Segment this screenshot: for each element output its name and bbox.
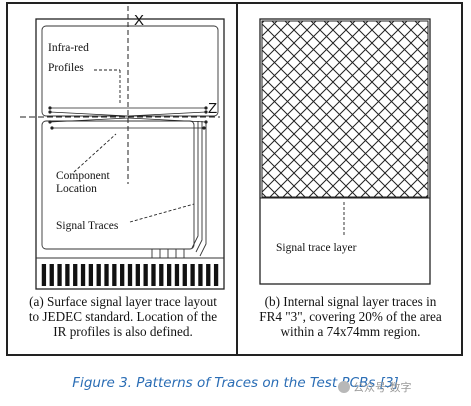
connector-pin — [120, 264, 125, 286]
connector-pin — [166, 264, 172, 286]
connector-pin — [104, 264, 109, 286]
inner-region-bottom — [41, 120, 195, 250]
connector-pin — [49, 264, 54, 286]
connector-pin — [57, 264, 62, 286]
label-infrared: Infra-red — [48, 42, 89, 54]
right-edge-traces — [191, 121, 207, 257]
left-caption: (a) Surface signal layer trace layout to… — [10, 294, 236, 339]
watermark-text: 公众号·数字 — [353, 381, 412, 394]
label-profiles: Profiles — [48, 62, 84, 74]
connector-pin — [127, 264, 133, 286]
label-location: Location — [56, 183, 97, 195]
connector-pin — [65, 264, 70, 286]
figure-frame: X Z Infra-red Profiles Component Locatio… — [6, 2, 463, 356]
connector-pin — [206, 264, 211, 286]
right-caption-line: within a 74x74mm region. — [280, 324, 421, 339]
left-caption-line: (a) Surface signal layer trace layout — [29, 294, 217, 309]
wechat-icon — [338, 381, 350, 393]
connector-pin — [213, 264, 219, 286]
connector-pin — [73, 264, 78, 286]
connector-pin — [96, 264, 101, 286]
figure-caption: Figure 3. Patterns of Traces on the Test… — [72, 375, 399, 391]
connector-pin — [159, 264, 164, 286]
right-caption-line: (b) Internal signal layer traces in — [264, 294, 437, 309]
connector-pins — [41, 264, 219, 286]
crosshatch-region — [261, 20, 429, 198]
connector-pin — [41, 264, 47, 286]
left-panel-drawing — [20, 6, 225, 290]
leader-component — [73, 133, 117, 173]
panel-divider — [236, 4, 238, 354]
leader-signal-traces — [129, 203, 195, 223]
label-component: Component — [56, 170, 110, 182]
label-signal-traces: Signal Traces — [56, 220, 119, 232]
connector-pin — [143, 264, 148, 286]
left-caption-line: IR profiles is also defined. — [53, 324, 193, 339]
connector-pin — [198, 264, 203, 286]
right-caption-line: FR4 "3", covering 20% of the area — [259, 309, 442, 324]
trace-fingers — [151, 249, 185, 258]
connector-pin — [135, 264, 140, 286]
connector-pin — [190, 264, 195, 286]
connector-pin — [182, 264, 187, 286]
connector-pin — [80, 264, 86, 286]
right-caption: (b) Internal signal layer traces in FR4 … — [238, 294, 463, 339]
pcb-board-outline — [35, 18, 225, 290]
connector-pin — [88, 264, 94, 286]
connector-pin — [112, 264, 117, 286]
ir-profile-lines — [48, 106, 208, 130]
connector-pin — [151, 264, 156, 286]
axis-z-label: Z — [208, 100, 218, 117]
label-signal-trace-layer: Signal trace layer — [276, 242, 357, 254]
watermark: 公众号·数字 — [338, 379, 412, 395]
axis-x-label: X — [134, 12, 145, 29]
left-caption-line: to JEDEC standard. Location of the — [28, 309, 218, 324]
connector-pin — [174, 264, 180, 286]
